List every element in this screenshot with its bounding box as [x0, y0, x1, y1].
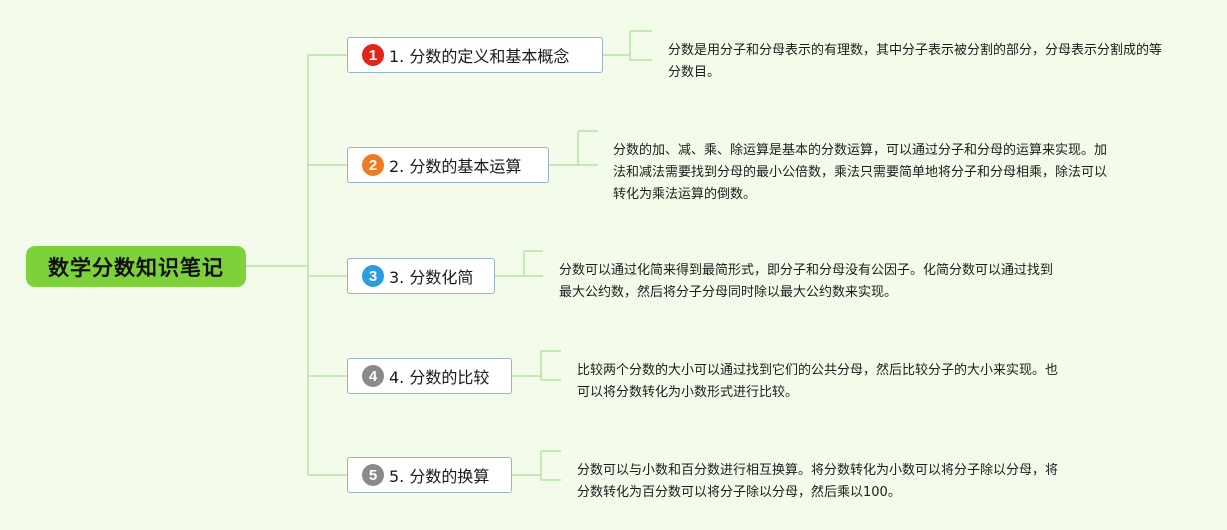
priority-1-icon: 1 [362, 44, 384, 66]
topic-definition[interactable]: 1 1. 分数的定义和基本概念 [347, 37, 603, 73]
priority-4-icon: 4 [362, 365, 384, 387]
topic-note: 分数可以与小数和百分数进行相互换算。将分数转化为小数可以将分子除以分母，将分数转… [577, 463, 1059, 500]
topic-label: 5. 分数的换算 [389, 467, 490, 486]
topic-note: 分数可以通过化简来得到最简形式，即分子和分母没有公因子。化简分数可以通过找到最大… [559, 263, 1054, 300]
priority-2-icon: 2 [362, 154, 384, 176]
topic-note: 分数是用分子和分母表示的有理数，其中分子表示被分割的部分，分母表示分割成的等分数… [668, 43, 1163, 80]
root-topic-label: 数学分数知识笔记 [48, 255, 224, 280]
topic-conversion[interactable]: 5 5. 分数的换算 [347, 457, 512, 493]
topic-note: 比较两个分数的大小可以通过找到它们的公共分母，然后比较分子的大小来实现。也可以将… [577, 363, 1059, 400]
topic-label: 1. 分数的定义和基本概念 [389, 47, 570, 66]
topic-note: 分数的加、减、乘、除运算是基本的分数运算，可以通过分子和分母的运算来实现。加法和… [613, 143, 1108, 202]
topic-label: 3. 分数化简 [389, 268, 474, 287]
topic-comparison[interactable]: 4 4. 分数的比较 [347, 358, 512, 394]
topic-simplification[interactable]: 3 3. 分数化简 [347, 258, 495, 294]
root-topic[interactable]: 数学分数知识笔记 [26, 246, 246, 287]
topic-operations[interactable]: 2 2. 分数的基本运算 [347, 147, 549, 183]
topic-label: 4. 分数的比较 [389, 368, 490, 387]
topic-label: 2. 分数的基本运算 [389, 157, 522, 176]
priority-5-icon: 5 [362, 464, 384, 486]
priority-3-icon: 3 [362, 265, 384, 287]
